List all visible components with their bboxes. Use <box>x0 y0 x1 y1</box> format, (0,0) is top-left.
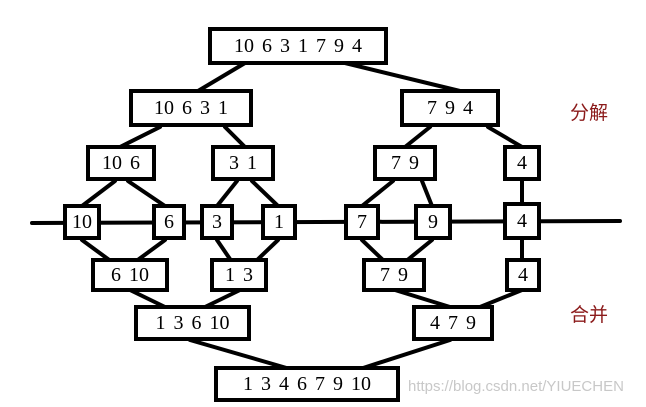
node-leaf-1: 1 <box>261 204 297 240</box>
node-merge-4-7-9: 4 7 9 <box>412 305 494 341</box>
node-split-7-9: 7 9 <box>373 145 437 181</box>
node-merge-1-3: 1 3 <box>210 258 268 292</box>
node-leaf-7: 7 <box>344 204 380 240</box>
node-split-3-1: 3 1 <box>211 145 275 181</box>
label-decompose: 分解 <box>570 102 609 124</box>
node-split-left: 10 6 3 1 <box>129 89 253 127</box>
node-merge-6-10: 6 10 <box>91 258 169 292</box>
node-merge-1-3-6-10: 1 3 6 10 <box>134 305 251 341</box>
edge <box>358 338 452 371</box>
node-leaf-6: 6 <box>152 204 186 240</box>
node-result: 1 3 4 6 7 9 10 <box>214 366 400 402</box>
edge <box>128 288 167 309</box>
edge <box>250 179 280 208</box>
edge <box>203 288 242 309</box>
edge <box>343 61 462 93</box>
node-split-10-6: 10 6 <box>86 145 156 181</box>
edge <box>420 179 434 208</box>
edge <box>188 338 292 371</box>
node-leaf-9: 9 <box>414 204 452 240</box>
edge <box>196 61 247 93</box>
edge <box>223 125 247 149</box>
edge <box>360 179 395 208</box>
edge <box>118 125 162 149</box>
watermark-text: https://blog.csdn.net/YIUECHEN <box>408 378 624 395</box>
edge <box>215 179 239 208</box>
edge <box>403 125 432 149</box>
node-leaf-3: 3 <box>200 204 234 240</box>
edge <box>478 288 524 309</box>
edge <box>80 179 117 208</box>
edge <box>486 125 524 149</box>
node-root: 10 6 3 1 7 9 4 <box>208 27 388 65</box>
node-leaf-4: 4 <box>503 202 541 240</box>
node-merge-7-9: 7 9 <box>362 258 426 292</box>
edge <box>126 179 167 208</box>
node-merge-4: 4 <box>505 258 541 292</box>
node-split-4: 4 <box>503 145 541 181</box>
node-split-right: 7 9 4 <box>400 89 500 127</box>
edge <box>393 288 452 309</box>
label-merge: 合并 <box>570 304 609 326</box>
node-leaf-10: 10 <box>63 204 101 240</box>
